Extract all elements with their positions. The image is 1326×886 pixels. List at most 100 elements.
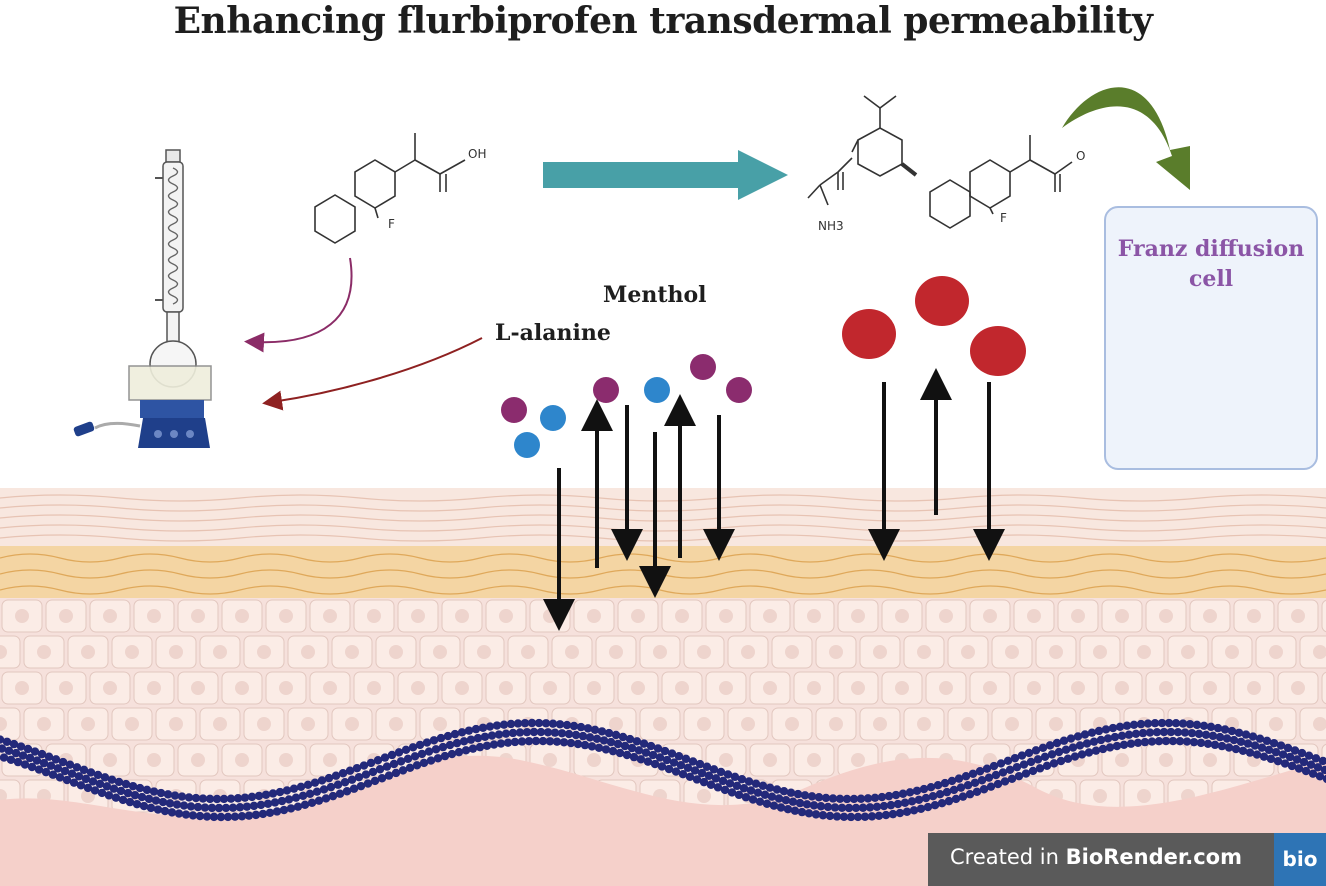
basal-dot	[1073, 732, 1083, 741]
basal-dot	[69, 778, 79, 787]
cell-nucleus	[1313, 645, 1326, 659]
basal-dot	[191, 793, 201, 803]
basal-dot	[594, 743, 604, 753]
basal-dot	[942, 787, 952, 797]
basal-dot	[1245, 748, 1255, 757]
basal-dot	[919, 784, 929, 794]
basal-dot	[811, 810, 821, 819]
badge-prefix: Created in	[950, 845, 1066, 869]
basal-dot	[590, 725, 600, 735]
cell-nucleus	[1247, 681, 1261, 695]
basal-dot	[1005, 765, 1015, 774]
basal-dot	[219, 794, 229, 804]
basal-dot	[839, 812, 849, 822]
basal-dot	[783, 804, 793, 814]
basal-dot	[513, 719, 523, 728]
basal-dot	[711, 774, 721, 783]
basal-dot	[566, 738, 576, 748]
cell-nucleus	[279, 681, 293, 695]
cell-nucleus	[81, 717, 95, 731]
basal-dot	[874, 811, 884, 820]
basal-dot	[1063, 754, 1073, 763]
basal-dot	[121, 779, 131, 789]
basal-dot	[961, 772, 971, 781]
basal-dot	[1257, 743, 1267, 752]
basal-dot	[842, 794, 852, 804]
basal-dot	[557, 729, 567, 738]
basal-dot	[1122, 721, 1132, 730]
basal-dot	[11, 748, 21, 758]
basal-dot	[405, 763, 415, 773]
cell-nucleus	[1115, 753, 1129, 767]
basal-dot	[517, 737, 527, 746]
basal-dot	[970, 778, 980, 787]
basal-dot	[58, 757, 68, 767]
basal-dot	[1259, 752, 1269, 761]
cell-nucleus	[829, 645, 843, 659]
basal-dot	[331, 771, 341, 780]
cell-nucleus	[1071, 681, 1085, 695]
basal-dot	[797, 807, 807, 817]
basal-dot	[391, 768, 401, 778]
basal-dot	[737, 775, 747, 784]
basal-dot	[937, 799, 947, 808]
basal-dot	[93, 770, 103, 780]
basal-dot	[207, 803, 217, 813]
basal-dot	[489, 740, 499, 749]
basal-dot	[1187, 728, 1197, 738]
cell-nucleus	[785, 717, 799, 731]
cell-nucleus	[1005, 645, 1019, 659]
basal-dot	[576, 722, 586, 732]
cell-nucleus	[455, 609, 469, 623]
cell-nucleus	[213, 717, 227, 731]
basal-dot	[1304, 751, 1314, 760]
basal-dot	[67, 769, 77, 778]
basal-dot	[604, 728, 614, 738]
basal-dot	[991, 770, 1001, 780]
basal-dot	[963, 781, 973, 790]
basal-dot	[445, 740, 455, 750]
basal-dot	[515, 728, 525, 737]
basal-dot	[396, 757, 406, 766]
cell-nucleus	[829, 717, 843, 731]
basal-dot	[723, 770, 733, 779]
basal-dot	[849, 794, 859, 804]
cell-nucleus	[235, 753, 249, 767]
basal-dot	[944, 796, 954, 806]
basal-dot	[142, 785, 152, 795]
biorender-badge[interactable]: Created in BioRender.com bio	[928, 833, 1326, 886]
basal-dot	[1115, 722, 1125, 731]
cell-nucleus	[719, 753, 733, 767]
basal-dot	[562, 720, 572, 730]
cell-nucleus	[631, 609, 645, 623]
basal-dot	[499, 720, 509, 729]
basal-dot	[1280, 759, 1290, 768]
basal-dot	[643, 757, 653, 766]
cell-nucleus	[741, 717, 755, 731]
basal-dot	[676, 761, 686, 770]
basal-dot	[193, 802, 203, 812]
basal-dot	[6, 755, 16, 764]
basal-dot	[235, 803, 245, 812]
basal-dot	[1238, 746, 1248, 755]
cell-nucleus	[0, 717, 7, 731]
basal-dot	[608, 746, 618, 756]
basal-dot	[0, 744, 7, 753]
basal-dot	[956, 783, 966, 792]
basal-dot	[244, 811, 254, 820]
cell-nucleus	[59, 681, 73, 695]
basal-dot	[706, 780, 716, 789]
basal-dot	[1131, 729, 1141, 739]
basal-dot	[921, 793, 931, 803]
cell-nucleus	[433, 645, 447, 659]
basal-dot	[641, 748, 651, 757]
cell-nucleus	[433, 717, 447, 731]
cell-nucleus	[81, 645, 95, 659]
basal-dot	[587, 742, 597, 751]
cell-nucleus	[367, 681, 381, 695]
page-title: Enhancing flurbiprofen transdermal perme…	[173, 0, 1153, 42]
basal-dot	[1124, 730, 1134, 739]
cell-nucleus	[1115, 681, 1129, 695]
basal-dot	[1084, 748, 1094, 757]
basal-dot	[1201, 730, 1211, 739]
